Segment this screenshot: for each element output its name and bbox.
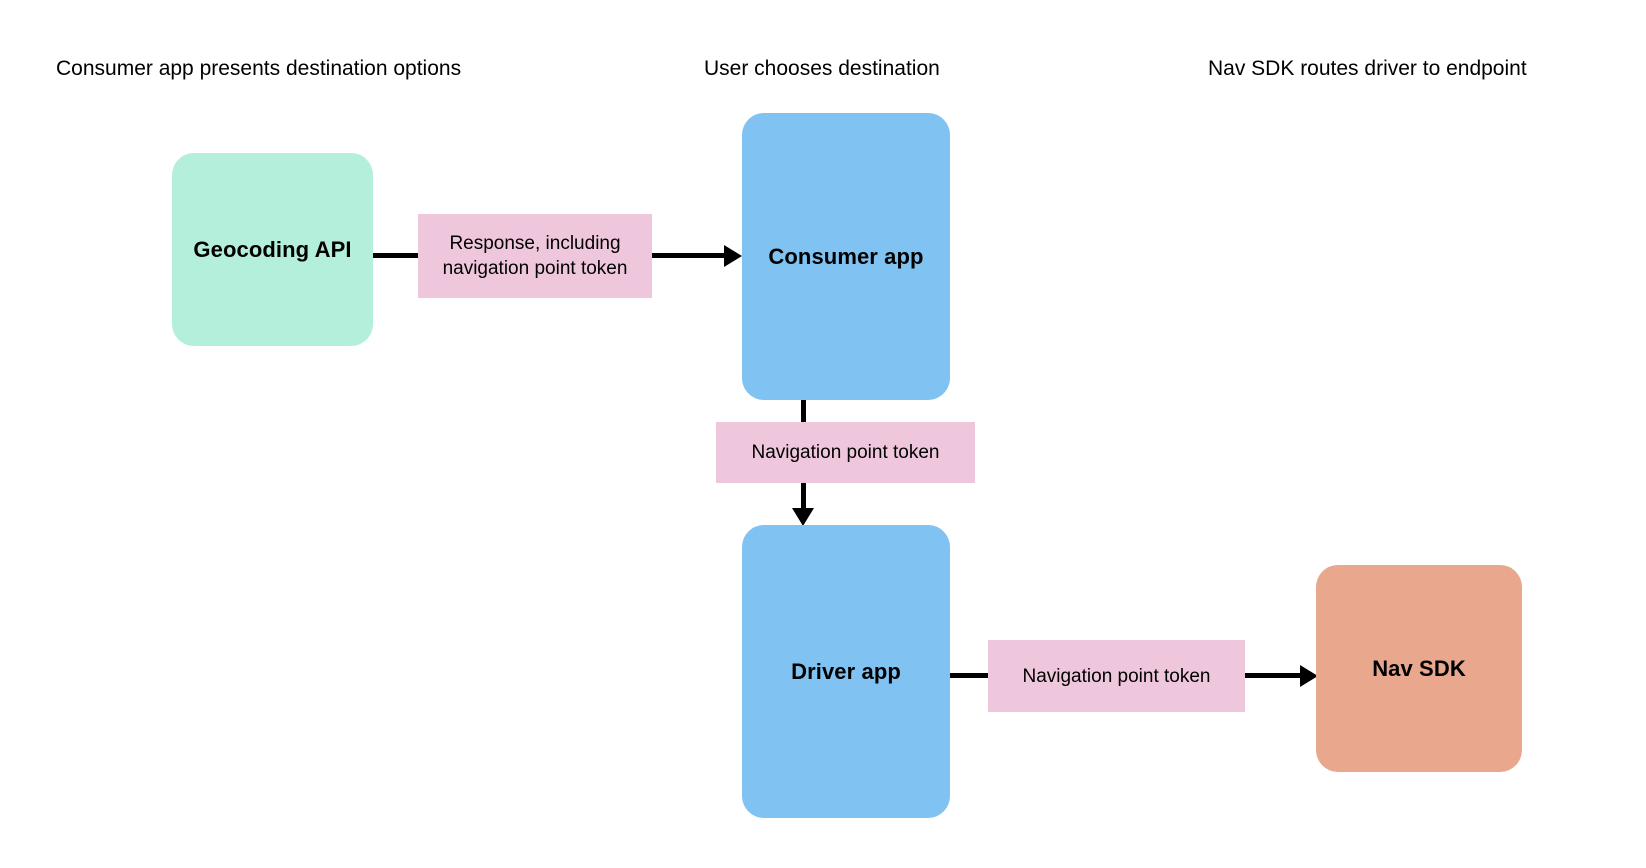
connector-label-to-consumer-app	[651, 253, 726, 258]
connector-geocoding-to-label	[373, 253, 420, 258]
edge-label-navigation-point-token-driver-navsdk: Navigation point token	[988, 640, 1245, 712]
node-geocoding-api[interactable]: Geocoding API	[172, 153, 373, 346]
node-nav-sdk[interactable]: Nav SDK	[1316, 565, 1522, 772]
node-driver-app[interactable]: Driver app	[742, 525, 950, 818]
column-header-consumer-app-presents: Consumer app presents destination option…	[56, 57, 462, 80]
node-consumer-app-label: Consumer app	[768, 243, 924, 269]
column-header-user-chooses-destination: User chooses destination	[704, 57, 940, 80]
connector-consumer-app-to-label	[801, 398, 806, 424]
connector-label-to-driver-app	[801, 482, 806, 513]
column-header-nav-sdk-routes-driver: Nav SDK routes driver to endpoint	[1208, 57, 1527, 80]
edge-label-response-including-navigation-point-token: Response, including navigation point tok…	[418, 214, 652, 298]
node-geocoding-api-label: Geocoding API	[193, 236, 352, 262]
node-nav-sdk-label: Nav SDK	[1372, 655, 1466, 681]
arrowhead-right-to-consumer-app	[724, 245, 742, 267]
arrowhead-down-to-driver-app	[792, 508, 814, 526]
edge-label-driver-navsdk-text: Navigation point token	[1022, 665, 1211, 687]
edge-label-geo-consumer-text: Response, including navigation point tok…	[442, 233, 628, 279]
node-consumer-app[interactable]: Consumer app	[742, 113, 950, 400]
arrowhead-right-to-nav-sdk	[1300, 665, 1318, 687]
node-driver-app-label: Driver app	[791, 658, 901, 684]
edge-label-navigation-point-token-consumer-driver: Navigation point token	[716, 422, 975, 483]
edge-label-consumer-driver-text: Navigation point token	[751, 442, 940, 463]
connector-driver-app-to-label	[950, 673, 990, 678]
connector-label-to-nav-sdk	[1244, 673, 1302, 678]
